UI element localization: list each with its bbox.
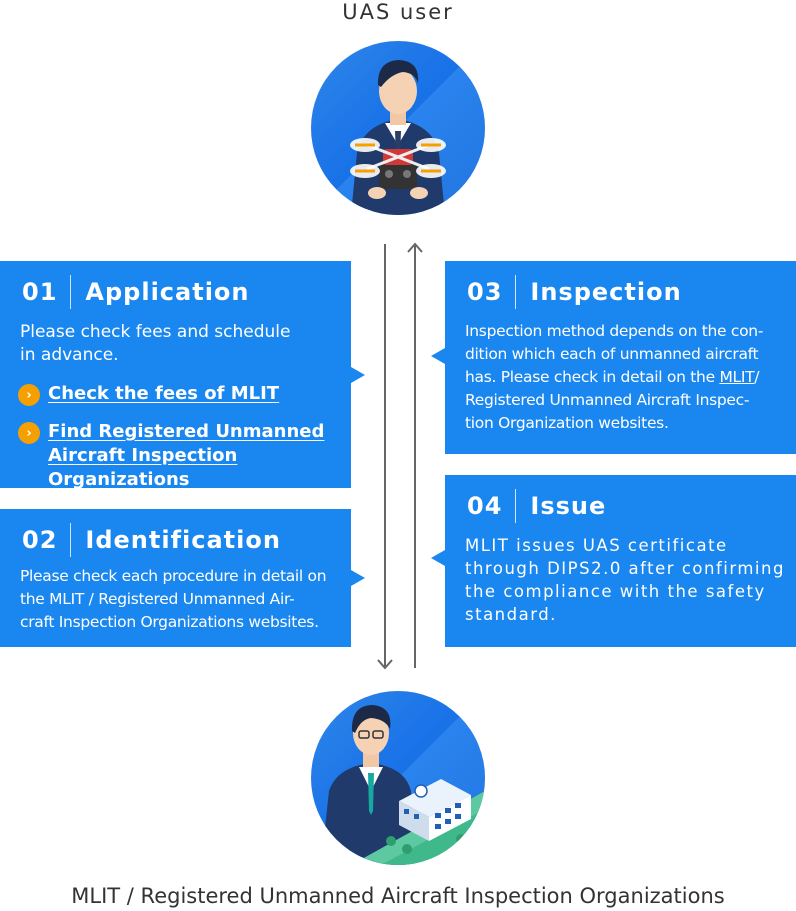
chevron-right-icon: › [18, 422, 40, 444]
body-line: the MLIT / Registered Unmanned Air- [20, 590, 295, 608]
body-line: craft Inspection Organizations websites. [20, 613, 319, 631]
body-text: / [754, 368, 760, 386]
body-line: standard. [465, 605, 557, 624]
step-title: Application [85, 278, 250, 306]
step-number: 03 [467, 278, 503, 306]
divider [70, 523, 72, 557]
inspector-building-icon [311, 691, 485, 865]
step-number: 02 [22, 526, 58, 554]
step-issue-panel: 04 Issue MLIT issues UAS certificate thr… [445, 475, 796, 647]
panel-notch [431, 550, 445, 566]
mlit-link[interactable]: MLIT [719, 368, 755, 386]
body-text: has. Please check in detail on the [465, 368, 720, 386]
step-title: Identification [85, 526, 281, 554]
panel-notch [351, 367, 365, 383]
check-fees-link[interactable]: › Check the fees of MLIT [18, 382, 279, 406]
step-inspection-panel: 03 Inspection Inspection method depends … [445, 261, 796, 454]
panel-notch [431, 348, 445, 364]
link-label[interactable]: Find Registered Unmanned Aircraft Inspec… [48, 420, 351, 492]
uas-user-label: UAS user [342, 0, 454, 24]
chevron-right-icon: › [18, 384, 40, 406]
link-line[interactable]: Aircraft Inspection Organizations [48, 445, 238, 490]
body-line: Registered Unmanned Aircraft Inspec- [465, 391, 750, 409]
step-heading: 03 Inspection [467, 274, 682, 310]
step-heading: 02 Identification [22, 522, 281, 558]
uas-user-avatar [311, 41, 485, 215]
panel-notch [351, 570, 365, 586]
inspection-organization-avatar [311, 691, 485, 865]
step-application-panel: 01 Application Please check fees and sch… [0, 261, 351, 490]
divider [515, 275, 517, 309]
flow-arrows-icon [377, 242, 423, 670]
step-title: Issue [530, 492, 607, 520]
step-body: Please check fees and schedule in advanc… [20, 321, 290, 367]
body-line: the compliance with the safety [465, 582, 766, 601]
link-line[interactable]: Find Registered Unmanned [48, 421, 325, 442]
body-line: has. Please check in detail on the MLIT/ [465, 366, 763, 389]
body-line: in advance. [20, 345, 119, 365]
step-body: MLIT issues UAS certificate through DIPS… [465, 534, 785, 626]
divider [70, 275, 72, 309]
body-line: Inspection method depends on the con- [465, 322, 764, 340]
step-title: Inspection [530, 278, 682, 306]
find-organizations-link[interactable]: › Find Registered Unmanned Aircraft Insp… [18, 420, 351, 492]
step-number: 04 [467, 492, 503, 520]
body-line: MLIT issues UAS certificate [465, 536, 728, 555]
divider [515, 489, 517, 523]
body-line: dition which each of unmanned aircraft [465, 345, 759, 363]
body-line: Please check fees and schedule [20, 322, 291, 342]
step-number: 01 [22, 278, 58, 306]
step-identification-panel: 02 Identification Please check each proc… [0, 509, 351, 647]
step-body: Inspection method depends on the con- di… [465, 320, 763, 435]
body-line: through DIPS2.0 after confirming [465, 559, 785, 578]
step-body: Please check each procedure in detail on… [20, 565, 327, 634]
organization-label: MLIT / Registered Unmanned Aircraft Insp… [71, 884, 725, 908]
step-heading: 01 Application [22, 274, 250, 310]
link-label[interactable]: Check the fees of MLIT [48, 383, 280, 404]
body-line: Please check each procedure in detail on [20, 567, 327, 585]
body-line: tion Organization websites. [465, 414, 669, 432]
drone-pilot-icon [311, 41, 485, 215]
step-heading: 04 Issue [467, 488, 606, 524]
